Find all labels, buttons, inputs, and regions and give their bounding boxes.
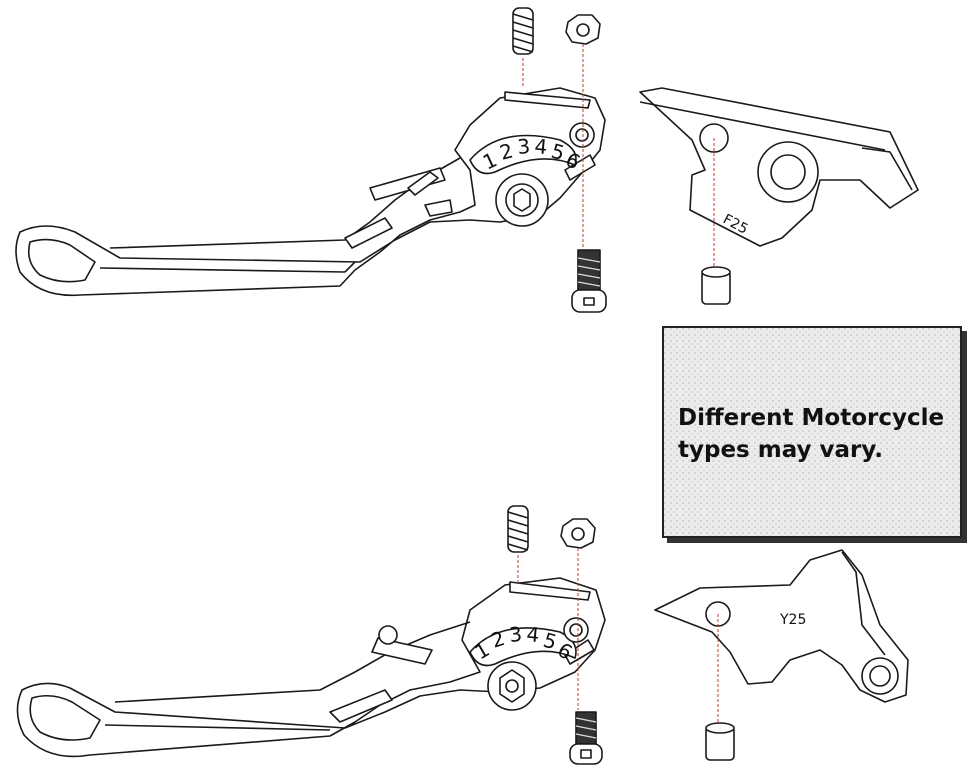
bottom-lever-blade: [16, 577, 606, 758]
top-socket-bolt-head: [495, 173, 549, 227]
top-adjuster-digit: 5: [549, 139, 568, 165]
disclaimer-text: Different Motorcycle types may vary.: [678, 402, 958, 466]
disclaimer-line-2: types may vary.: [678, 437, 884, 463]
bottom-bracket-label: Y25: [779, 612, 806, 628]
note-texture: [664, 328, 960, 536]
top-pivot-bolt: [571, 249, 607, 313]
top-lever-assembly: 1 2 3 4 5 6: [15, 7, 919, 313]
disclaimer-line-1: Different Motorcycle: [678, 405, 945, 431]
bottom-hex-nut-head: [487, 661, 537, 711]
bottom-spring: [507, 505, 529, 553]
top-adjuster-digit: 4: [534, 134, 549, 159]
bottom-lever-assembly: 1 2 3 4 5 6: [16, 505, 909, 765]
top-spring: [512, 7, 534, 55]
top-mount-bracket: F25: [639, 87, 919, 247]
top-lever-blade: [15, 87, 606, 297]
top-nut: [565, 14, 601, 45]
top-adjuster-dial: 1 2 3 4 5 6: [469, 134, 584, 175]
bottom-mount-bracket: Y25: [654, 549, 909, 703]
bottom-nut: [560, 518, 596, 549]
top-adjuster-digit: 3: [516, 134, 531, 159]
bottom-bushing: [705, 722, 735, 761]
bottom-adjuster-digit: 4: [526, 622, 541, 647]
disclaimer-note-box: Different Motorcycle types may vary.: [662, 326, 962, 538]
bottom-adjuster-digit: 3: [508, 622, 523, 647]
top-bushing: [701, 266, 731, 305]
bottom-guide-lines: [517, 548, 719, 724]
top-guide-lines: [522, 44, 715, 268]
bottom-pivot-bolt: [569, 711, 603, 765]
bottom-adjuster-digit: 5: [541, 628, 560, 655]
bottom-adjuster-dial: 1 2 3 4 5 6: [469, 622, 577, 667]
top-adjuster-digit: 2: [497, 138, 516, 164]
